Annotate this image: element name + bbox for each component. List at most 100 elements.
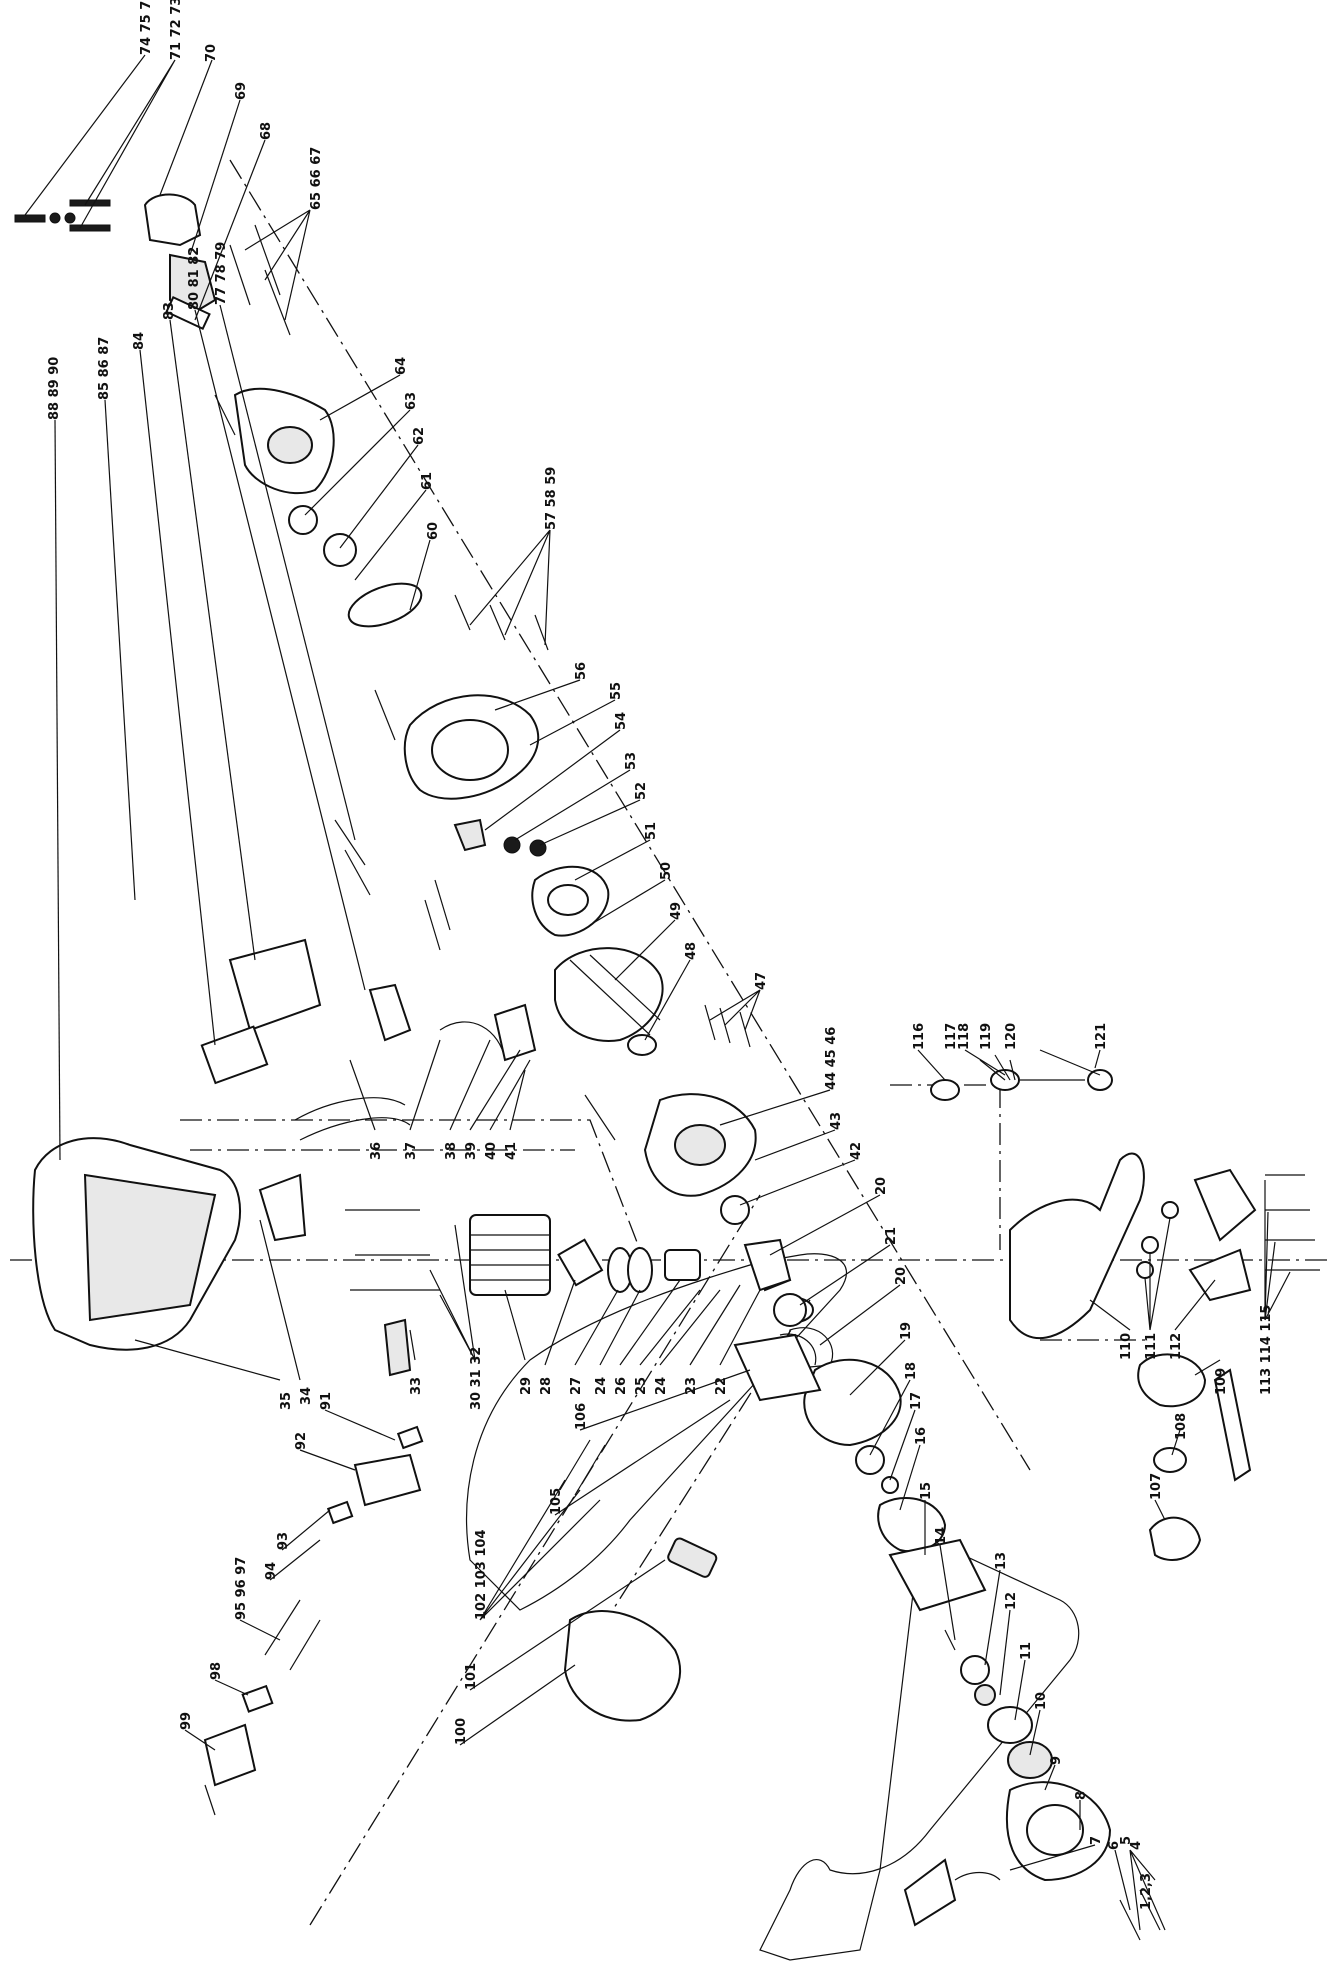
part-label: 83 <box>162 302 177 320</box>
part-label: 25 <box>634 1377 649 1395</box>
main-shaft-axis <box>229 159 1031 1471</box>
part-label: 51 <box>644 822 659 840</box>
part-label: 35 <box>279 1392 294 1410</box>
part-label: 8 <box>1074 1791 1089 1800</box>
part-label: 98 <box>209 1662 224 1680</box>
part-label: 24 <box>594 1377 609 1395</box>
part-label: 120 <box>1004 1023 1019 1050</box>
muffler-group <box>200 819 412 1141</box>
part-label: 9 <box>1049 1756 1064 1765</box>
part-label: 47 <box>754 972 769 990</box>
carburetor-group <box>203 1425 424 1816</box>
part-label: 101 <box>464 1663 479 1690</box>
leader-lines <box>24 54 1291 1931</box>
part-label: 26 <box>614 1377 629 1395</box>
part-label: 18 <box>904 1362 919 1380</box>
part-label: 110 <box>1119 1333 1134 1360</box>
part-label: 43 <box>829 1112 844 1130</box>
part-label: 85 86 87 <box>97 337 112 400</box>
starter-group-outline <box>759 1534 1080 1961</box>
part-label: 109 <box>1214 1368 1229 1395</box>
part-label: 23 <box>684 1377 699 1395</box>
part-label: 11 <box>1019 1642 1034 1660</box>
part-label: 112 <box>1169 1333 1184 1360</box>
part-label: 42 <box>849 1142 864 1160</box>
crankcase-upper-group <box>584 1093 834 1371</box>
callout-labels: 74 75 76 71 72 73 70 69 68 65 66 67 64 6… <box>47 0 1274 1910</box>
part-label: 20 <box>894 1267 909 1285</box>
part-label: 57 58 59 <box>544 467 559 530</box>
trimmer-head-group <box>14 193 217 331</box>
part-label: 17 <box>909 1392 924 1410</box>
part-label: 91 <box>319 1392 334 1410</box>
part-label: 55 <box>609 682 624 700</box>
crankshaft-group <box>743 1238 817 1366</box>
part-label: 38 <box>444 1142 459 1160</box>
part-label: 68 <box>259 122 274 140</box>
engine-cover-group <box>32 1137 307 1351</box>
part-label: 5 <box>1119 1836 1134 1845</box>
air-filter-group-outline <box>466 1253 847 1611</box>
crankcase-lower-group <box>803 1358 987 1612</box>
part-label: 74 75 76 <box>139 0 154 55</box>
part-label: 64 <box>394 357 409 375</box>
throttle-axis <box>890 1084 1001 1250</box>
part-label: 40 <box>484 1142 499 1160</box>
part-label: 107 <box>1149 1473 1164 1500</box>
part-label: 49 <box>669 902 684 920</box>
part-label: 20 <box>874 1177 889 1195</box>
part-label: 77 78 79 <box>214 242 229 305</box>
part-label: 69 <box>234 82 249 100</box>
part-label: 6 <box>1107 1841 1122 1850</box>
part-label: 15 <box>919 1482 934 1500</box>
part-label: 56 <box>574 662 589 680</box>
part-label: 37 <box>404 1142 419 1160</box>
part-label: 111 <box>1144 1333 1159 1360</box>
part-label: 92 <box>294 1432 309 1450</box>
part-label: 33 <box>409 1377 424 1395</box>
part-label: 121 <box>1094 1023 1109 1050</box>
part-label: 71 72 73 <box>169 0 184 60</box>
part-label: 108 <box>1174 1413 1189 1440</box>
part-label: 99 <box>179 1712 194 1730</box>
part-label: 24 <box>654 1377 669 1395</box>
part-label: 119 <box>979 1023 994 1050</box>
part-label: 54 <box>614 712 629 730</box>
part-label: 117 <box>944 1023 959 1050</box>
part-label: 22 <box>714 1377 729 1395</box>
gearbox-group <box>214 224 423 628</box>
part-label: 62 <box>412 427 427 445</box>
part-label: 65 66 67 <box>309 147 324 210</box>
part-label: 118 <box>957 1023 972 1050</box>
part-label: 41 <box>504 1142 519 1160</box>
part-label: 39 <box>464 1142 479 1160</box>
air-filter-group <box>559 1333 822 1722</box>
carburetor-axis <box>309 1194 761 1926</box>
part-label: 105 <box>549 1488 564 1515</box>
part-label: 94 <box>264 1562 279 1580</box>
cylinder-group <box>345 1209 701 1377</box>
part-label: 102 103 104 <box>474 1530 489 1620</box>
part-label: 70 <box>204 44 219 62</box>
handle-group <box>930 1069 1320 1561</box>
part-label: 28 <box>539 1377 554 1395</box>
part-label: 63 <box>404 392 419 410</box>
part-label: 113 114 115 <box>1259 1305 1274 1395</box>
part-label: 48 <box>684 942 699 960</box>
part-label: 30 31 32 <box>469 1347 484 1410</box>
part-label: 88 89 90 <box>47 357 62 420</box>
part-label: 100 <box>454 1718 469 1745</box>
part-label: 106 <box>574 1403 589 1430</box>
part-label: 61 <box>420 472 435 490</box>
part-label: 50 <box>659 862 674 880</box>
part-label: 36 <box>369 1142 384 1160</box>
clutch-housing-group <box>374 594 610 937</box>
part-label: 29 <box>519 1377 534 1395</box>
part-label: 10 <box>1034 1692 1049 1710</box>
part-label: 14 <box>934 1527 949 1545</box>
part-label: 34 <box>299 1387 314 1405</box>
part-label: 95 96 97 <box>234 1557 249 1620</box>
part-label: 1,2,3 <box>1139 1873 1154 1910</box>
part-label: 80 81 82 <box>187 247 202 310</box>
part-label: 19 <box>899 1322 914 1340</box>
